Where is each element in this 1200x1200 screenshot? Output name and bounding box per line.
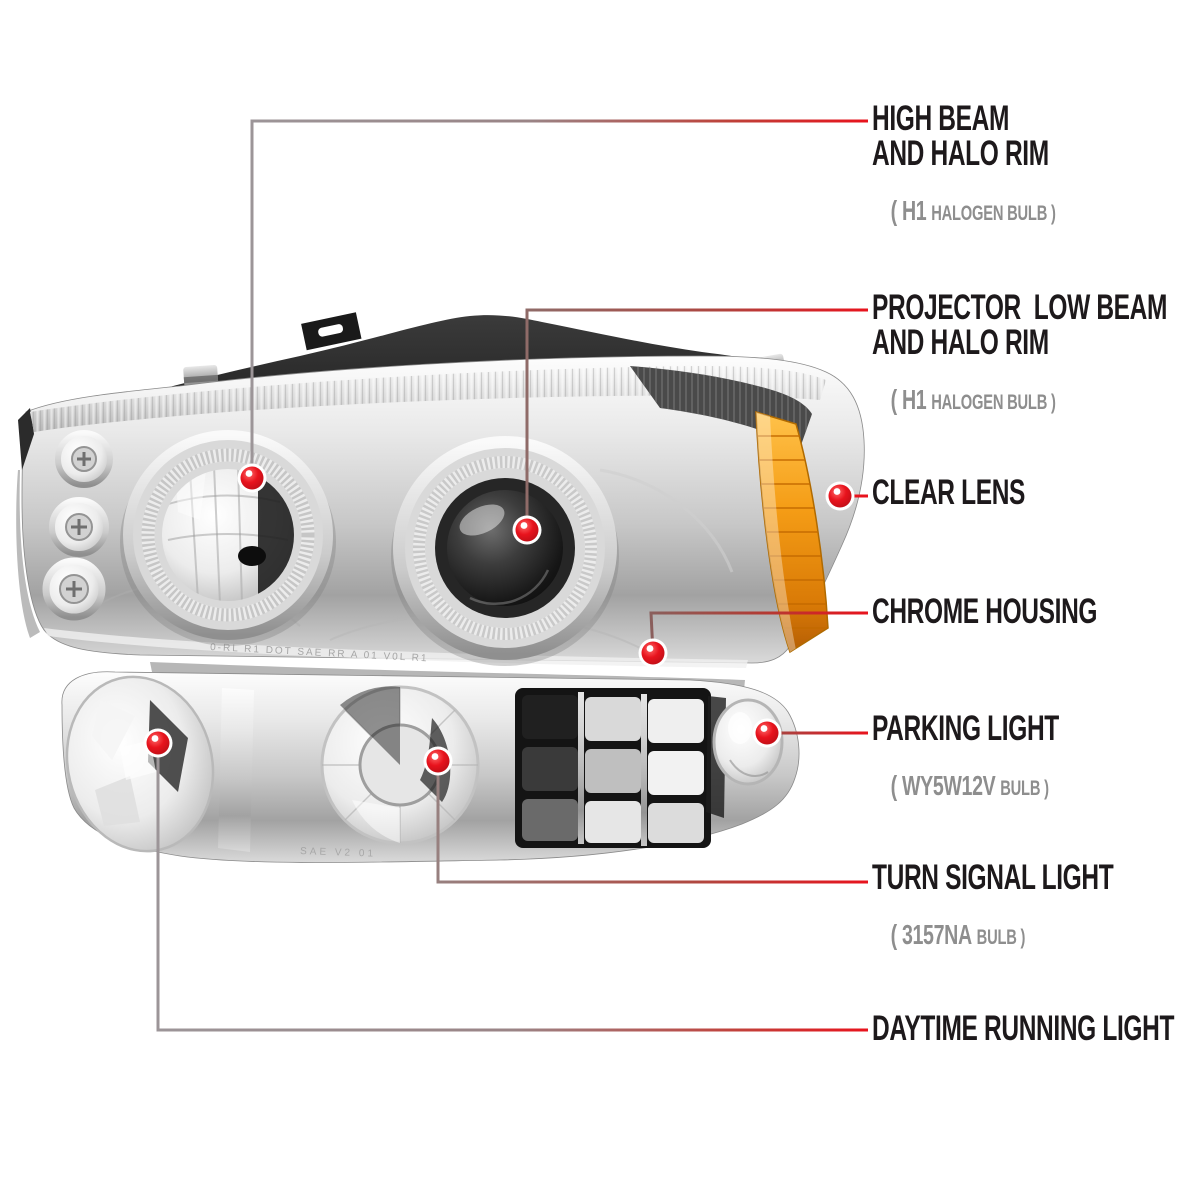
callout-title-line: CLEAR LENS — [872, 473, 1026, 512]
bulb-code: ( H1 — [890, 384, 927, 415]
led-accent-lights — [42, 430, 113, 621]
bulb-type: BULB ) — [976, 926, 1026, 949]
callout-title-line: TURN SIGNAL LIGHT — [872, 858, 1114, 897]
mounting-bracket — [301, 312, 362, 351]
bulb-type: BULB ) — [1000, 777, 1049, 800]
bulb-type: HALOGEN BULB ) — [931, 391, 1056, 414]
leader-line-turn-signal — [436, 761, 868, 884]
pointer-dot-parking-light — [752, 718, 782, 748]
projector-low-beam-unit — [391, 436, 619, 666]
callout-title-line: AND HALO RIM — [872, 134, 1049, 173]
callout-clear-lens: CLEAR LENS — [872, 475, 1025, 510]
bulb-type: HALOGEN BULB ) — [931, 202, 1056, 225]
callout-title-line: PARKING LIGHT — [872, 709, 1059, 748]
bulb-code: ( H1 — [890, 195, 927, 226]
callout-title-line: PROJECTOR LOW BEAM — [872, 288, 1168, 327]
callout-title-line: HIGH BEAM — [872, 99, 1010, 138]
leader-line-projector-low-beam — [525, 308, 868, 530]
bulb-code: ( WY5W12V — [890, 770, 996, 801]
lower-lens-molding-text: SAE V2 01 — [300, 846, 376, 860]
pointer-dots — [143, 463, 855, 776]
high-beam-unit — [120, 430, 336, 646]
leader-line-high-beam — [250, 119, 868, 478]
projector-lens — [447, 490, 563, 606]
callout-chrome-housing: CHROME HOUSING — [872, 594, 1097, 629]
reflector-grid — [515, 688, 711, 848]
pointer-dot-daytime-running-light — [143, 728, 173, 758]
callout-title-line: DAYTIME RUNNING LIGHT — [872, 1009, 1175, 1048]
upper-headlight-unit: 0-RL R1 DOT SAE RR A 01 V0L R1 — [16, 312, 865, 668]
leader-line-daytime-running-light — [156, 743, 868, 1032]
pointer-dot-high-beam — [237, 463, 267, 493]
turn-signal-lens — [320, 685, 480, 845]
pointer-dot-projector-low-beam — [512, 515, 542, 545]
pointer-dot-clear-lens — [825, 481, 855, 511]
pointer-dot-turn-signal — [423, 746, 453, 776]
daytime-running-light-lens — [65, 675, 215, 853]
bulb-code: ( 3157NA — [890, 919, 972, 950]
callout-title-line: AND HALO RIM — [872, 323, 1049, 362]
callout-daytime-running-light: DAYTIME RUNNING LIGHT — [872, 1011, 1174, 1046]
pointer-dot-chrome-housing — [638, 638, 668, 668]
leader-lines — [156, 119, 868, 1032]
callout-title-line: CHROME HOUSING — [872, 592, 1098, 631]
